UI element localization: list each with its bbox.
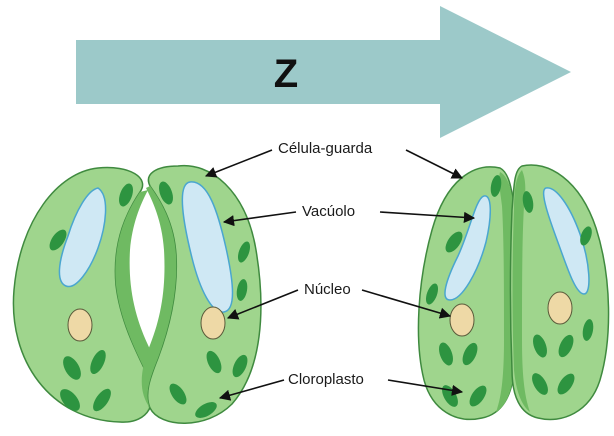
label-vacuole: Vacúolo bbox=[302, 203, 355, 220]
guard-cell-right-closed bbox=[511, 165, 609, 420]
pointer-guard-cell-right bbox=[406, 150, 462, 178]
label-nucleus: Núcleo bbox=[304, 281, 351, 298]
guard-cell-right-open bbox=[142, 166, 261, 424]
nucleus bbox=[201, 307, 225, 339]
guard-cell-left-open bbox=[13, 168, 156, 423]
nucleus bbox=[450, 304, 474, 336]
pointer-guard-cell-left bbox=[206, 150, 272, 176]
closed-stoma bbox=[418, 165, 608, 420]
label-guard-cell: Célula-guarda bbox=[278, 140, 373, 157]
open-stoma bbox=[13, 166, 260, 424]
direction-arrow-label: Z bbox=[274, 52, 298, 96]
nucleus bbox=[68, 309, 92, 341]
direction-arrow-shape bbox=[76, 6, 571, 138]
nucleus bbox=[548, 292, 572, 324]
guard-cell-left-closed bbox=[418, 167, 517, 419]
direction-arrow: Z bbox=[76, 6, 571, 138]
label-chloroplast: Cloroplasto bbox=[288, 371, 364, 388]
